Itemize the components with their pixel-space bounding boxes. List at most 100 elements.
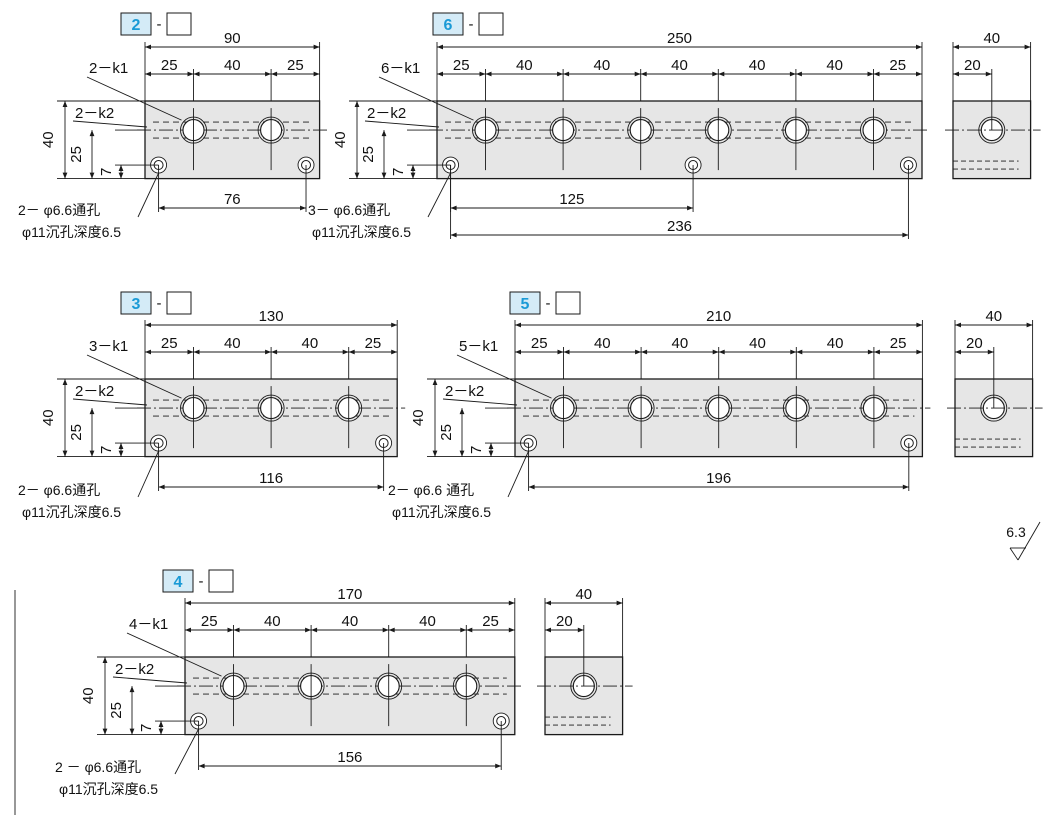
- dimension-arrow: [391, 349, 398, 355]
- port-callout: 3－k1: [89, 338, 128, 355]
- dimension-arrow: [790, 349, 797, 355]
- height-dim: 40: [332, 131, 349, 148]
- title-dash: -: [469, 16, 474, 33]
- port-spacing-dim: 25: [365, 335, 382, 352]
- dimension-arrow: [634, 71, 641, 77]
- port-callout: 5－k1: [459, 338, 498, 355]
- dimension-arrow: [432, 450, 438, 457]
- leader-line: [456, 354, 552, 399]
- dimension-arrow: [488, 443, 494, 450]
- leader-line: [137, 450, 159, 498]
- dimension-arrow: [789, 71, 796, 77]
- port-spacing-dim: 40: [419, 613, 436, 630]
- dimension-arrow: [391, 322, 398, 328]
- dimension-arrow: [916, 71, 922, 77]
- hole-note: φ11沉孔深度6.5: [59, 781, 158, 797]
- dimension-arrow: [557, 349, 564, 355]
- dimension-arrow: [265, 349, 272, 355]
- variant-title: 5-: [509, 291, 581, 315]
- dimension-arrow: [145, 71, 151, 77]
- overall-length-dim: 130: [259, 308, 284, 325]
- port-height-dim: 25: [108, 702, 125, 719]
- port-spacing-dim: 25: [453, 57, 470, 74]
- dimension-arrow: [557, 71, 564, 77]
- title-dash: -: [157, 295, 162, 312]
- title-dash: -: [157, 16, 162, 33]
- hole-note: 2－ φ6.6 通孔: [388, 482, 474, 498]
- title-number-box: [120, 12, 152, 36]
- overall-length-dim: 250: [667, 30, 692, 47]
- port-spacing-dim: 25: [161, 57, 178, 74]
- leader-line: [507, 450, 529, 498]
- dimension-arrow: [158, 484, 165, 490]
- dimension-arrow: [89, 408, 95, 415]
- dimension-arrow: [796, 349, 803, 355]
- title-dash: -: [199, 573, 204, 590]
- port-spacing-dim: 40: [749, 335, 766, 352]
- dimension-arrow: [985, 71, 992, 77]
- manifold-block: [436, 100, 923, 180]
- dimension-arrow: [381, 130, 387, 137]
- leader-line: [86, 76, 182, 121]
- dimension-arrow: [129, 686, 135, 693]
- title-number-box: [432, 12, 464, 36]
- dimension-arrow: [89, 450, 95, 457]
- dimension-arrow: [313, 44, 320, 50]
- dimension-arrow: [488, 450, 494, 457]
- leader-line: [378, 76, 474, 121]
- title-number: 3: [132, 296, 141, 313]
- title-blank-box: [555, 291, 581, 315]
- title-blank-box: [208, 569, 234, 593]
- finish-mark: [1009, 547, 1019, 561]
- dimension-arrow: [354, 101, 360, 107]
- port-spacing-dim: 25: [531, 335, 548, 352]
- dimension-arrow: [227, 627, 234, 633]
- hole-note: 2－ φ6.6通孔: [18, 482, 100, 498]
- overall-length-dim: 210: [706, 308, 731, 325]
- dimension-arrow: [187, 349, 194, 355]
- dimension-arrow: [545, 600, 551, 606]
- title-number: 6: [444, 17, 453, 34]
- hole-spacing-dim: 196: [706, 470, 731, 487]
- dimension-arrow: [118, 450, 124, 457]
- title-blank-box: [166, 291, 192, 315]
- dimension-arrow: [563, 71, 570, 77]
- dimension-arrow: [495, 763, 502, 769]
- side-port-callout: 2－k2: [75, 105, 114, 122]
- dimension-arrow: [712, 71, 719, 77]
- dimension-arrow: [687, 205, 694, 211]
- side-offset-dim: 20: [966, 335, 983, 352]
- port-spacing-dim: 40: [342, 613, 359, 630]
- hole-note: φ11沉孔深度6.5: [22, 224, 121, 240]
- dimension-arrow: [158, 205, 165, 211]
- dimension-arrow: [437, 71, 443, 77]
- dimension-arrow: [479, 71, 486, 77]
- dimension-arrow: [718, 349, 725, 355]
- port-spacing-dim: 25: [890, 335, 907, 352]
- dimension-arrow: [987, 349, 994, 355]
- variant-title: 2-: [120, 12, 192, 36]
- dimension-arrow: [577, 627, 584, 633]
- dimension-arrow: [185, 600, 191, 606]
- height-dim: 40: [410, 409, 427, 426]
- dimension-arrow: [102, 728, 108, 735]
- leader-line: [137, 172, 159, 218]
- dimension-arrow: [342, 349, 349, 355]
- hole-spacing-dim: 125: [559, 191, 584, 208]
- port-spacing-dim: 25: [201, 613, 218, 630]
- dimension-arrow: [381, 172, 387, 179]
- port-spacing-dim: 40: [224, 57, 241, 74]
- dimension-arrow: [953, 71, 959, 77]
- hole-spacing-dim: 156: [337, 749, 362, 766]
- dimension-arrow: [118, 443, 124, 450]
- title-number: 4: [174, 574, 183, 591]
- dimension-arrow: [102, 657, 108, 663]
- title-blank-box: [478, 12, 504, 36]
- dimension-arrow: [158, 728, 164, 735]
- leader-line: [112, 676, 188, 684]
- dimension-arrow: [902, 232, 909, 238]
- dimension-arrow: [377, 484, 384, 490]
- hole-note: 2 － φ6.6通孔: [55, 759, 141, 775]
- dimension-arrow: [158, 721, 164, 728]
